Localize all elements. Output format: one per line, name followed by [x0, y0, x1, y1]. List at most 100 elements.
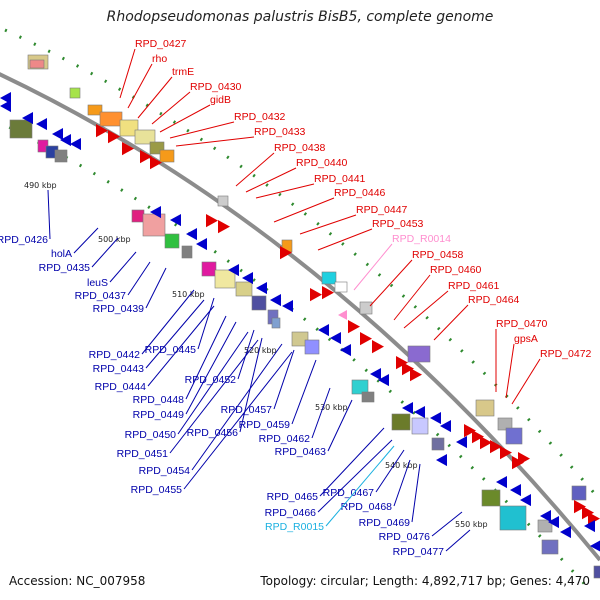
forward-gene-arrow — [150, 156, 162, 170]
scale-tick-label: 510 kbp — [172, 290, 205, 299]
feature-block — [391, 413, 411, 431]
reverse-gene-arrow — [590, 540, 600, 552]
forward-gene-arrow — [360, 332, 372, 346]
forward-gene-arrow — [322, 286, 334, 300]
label-leader-line — [431, 511, 463, 537]
gene-label: RPD_0437 — [75, 290, 127, 302]
reverse-gene-arrow — [70, 138, 81, 151]
label-leader-line — [169, 339, 259, 454]
gene-label: gidB — [210, 94, 231, 106]
forward-gene-arrow — [372, 340, 384, 354]
feature-block — [99, 111, 123, 127]
gene-label: RPD_0463 — [275, 446, 327, 458]
reverse-gene-arrow — [584, 520, 595, 533]
label-leader-line — [433, 304, 469, 341]
scale-tick-label: 550 kbp — [455, 520, 488, 529]
gene-label: RPD_0439 — [93, 303, 145, 315]
reverse-gene-arrow — [60, 134, 71, 147]
feature-block — [214, 269, 236, 289]
label-leader-line — [197, 297, 215, 350]
forward-gene-arrow — [218, 220, 230, 234]
reverse-gene-arrow — [330, 332, 341, 345]
feature-block — [475, 399, 495, 417]
label-leader-line — [47, 189, 51, 240]
gene-label: RPD_R0014 — [392, 233, 451, 245]
feature-block — [321, 271, 337, 285]
feature-block — [593, 565, 600, 579]
label-leader-line — [375, 449, 405, 493]
reverse-gene-arrow — [186, 228, 197, 241]
reverse-gene-arrow — [560, 526, 571, 539]
reverse-gene-arrow — [430, 412, 441, 425]
gene-label: RPD_0447 — [356, 204, 408, 216]
reverse-gene-arrow — [370, 368, 381, 381]
label-leader-line — [403, 290, 449, 329]
label-leader-line — [393, 459, 411, 507]
label-leader-line — [127, 63, 153, 109]
map-title: Rhodopseudomonas palustris BisB5, comple… — [106, 9, 494, 25]
gene-label: RPD_0445 — [145, 344, 197, 356]
feature-block — [9, 119, 33, 139]
reverse-gene-arrow — [282, 300, 293, 313]
gene-label: RPD_0455 — [131, 484, 183, 496]
gene-label: RPD_0444 — [95, 381, 147, 393]
scale-tick-label: 520 kbp — [244, 346, 277, 355]
forward-gene-arrow — [472, 430, 484, 444]
gene-label: RPD_0448 — [133, 394, 185, 406]
reverse-gene-arrow — [170, 214, 181, 227]
label-leader-line — [327, 399, 353, 452]
forward-gene-arrow — [206, 214, 218, 228]
feature-block — [537, 519, 553, 533]
feature-block — [411, 417, 429, 435]
reverse-gene-arrow — [22, 112, 33, 125]
gene-label: RPD_0451 — [117, 448, 169, 460]
reverse-gene-arrow — [520, 494, 531, 507]
label-leader-line — [237, 329, 255, 380]
feature-block — [431, 437, 445, 451]
label-leader-line — [505, 343, 515, 399]
feature-block — [235, 281, 253, 297]
feature-block — [69, 87, 81, 99]
gene-label: RPD_0472 — [540, 348, 592, 360]
reverse-gene-arrow — [402, 402, 413, 415]
label-leader-line — [273, 349, 295, 410]
gene-label: RPD_0449 — [133, 409, 185, 421]
feature-block — [181, 245, 193, 259]
feature-block — [271, 317, 281, 329]
reverse-gene-arrow — [456, 436, 467, 449]
reverse-gene-arrow — [414, 406, 425, 419]
genome-backbone — [0, 72, 600, 562]
forward-gene-arrow — [588, 512, 600, 526]
gene-label: holA — [51, 248, 72, 260]
forward-gene-arrow — [122, 142, 134, 156]
rna-gene-arrow — [338, 310, 347, 320]
reverse-gene-arrow — [340, 344, 351, 357]
gene-label: RPD_0465 — [267, 491, 319, 503]
feature-block — [54, 149, 68, 163]
gene-label: RPD_0468 — [341, 501, 393, 513]
reverse-gene-arrow — [270, 294, 281, 307]
reverse-gene-arrow — [0, 92, 11, 105]
topology-text: Topology: circular; Length: 4,892,717 bp… — [260, 574, 590, 588]
feature-block — [361, 391, 375, 403]
feature-block — [334, 281, 348, 293]
gene-label: RPD_0466 — [265, 507, 317, 519]
feature-block — [87, 104, 103, 116]
gene-label: RPD_0430 — [190, 81, 242, 93]
forward-gene-arrow — [348, 320, 360, 334]
gene-label: RPD_0461 — [448, 280, 500, 292]
label-leader-line — [291, 359, 317, 425]
reverse-gene-arrow — [228, 264, 239, 277]
label-leader-line — [311, 387, 331, 439]
feature-block — [164, 233, 180, 249]
gene-label: RPD_0460 — [430, 264, 482, 276]
label-leader-line — [445, 529, 471, 552]
feature-block — [481, 489, 501, 507]
gene-label: RPD_0470 — [496, 318, 548, 330]
label-leader-line — [137, 76, 173, 119]
scale-tick-label: 530 kbp — [315, 403, 348, 412]
inner-tick-row — [0, 120, 592, 592]
gene-label: leuS — [87, 277, 108, 289]
feature-block — [119, 119, 139, 137]
label-leader-line — [109, 251, 137, 283]
